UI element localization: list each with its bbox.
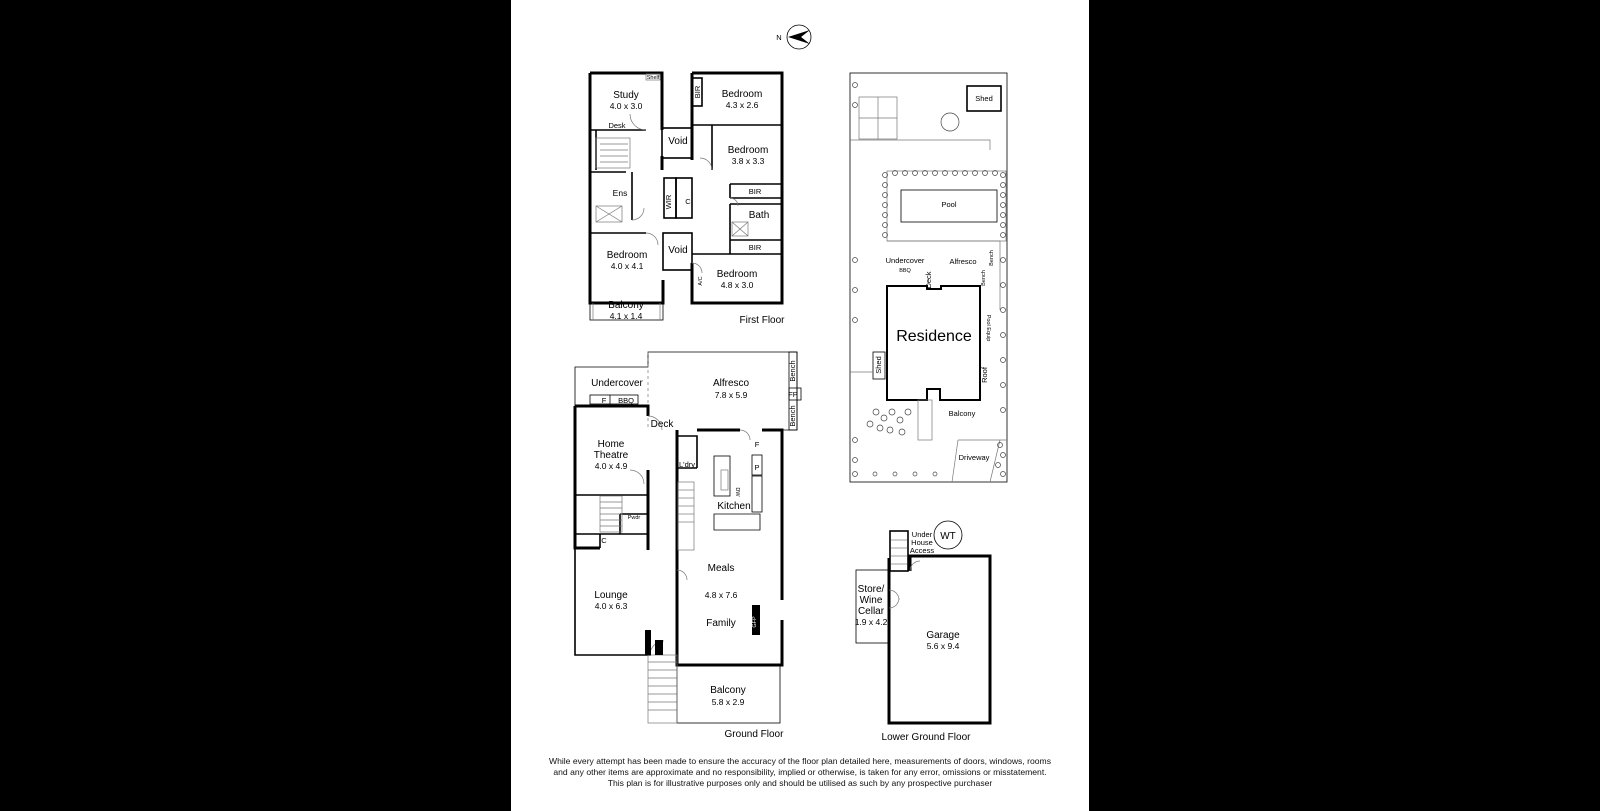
bedroom4-label: Bedroom	[717, 269, 758, 280]
under-house-label-1: Under	[912, 530, 933, 539]
site-deck-label: Deck	[924, 271, 933, 288]
bedroom3-size: 4.0 x 4.1	[611, 261, 644, 271]
home-theatre-size: 4.0 x 4.9	[595, 461, 628, 471]
gas-fireplace-label: GFP	[752, 616, 758, 628]
site-balcony-label: Balcony	[949, 409, 976, 418]
site-driveway-label: Driveway	[959, 453, 990, 462]
site-pool-equip-label: Pool Equip	[985, 315, 991, 342]
kitchen-fridge-label: F	[755, 440, 760, 449]
disclaimer-line-3: This plan is for illustrative purposes o…	[607, 778, 993, 788]
ground-floor-plan: Undercover F BBQ Alfresco 7.8 x 5.9 Benc…	[573, 351, 802, 740]
site-bench-label-2: Bench	[981, 270, 987, 286]
meals-label: Meals	[708, 563, 735, 574]
alfresco-label: Alfresco	[713, 378, 750, 389]
site-bbq-label: BBQ	[899, 268, 911, 274]
compass-label: N	[776, 33, 781, 42]
laundry-label: L'dry	[679, 460, 695, 469]
bedroom4-size: 4.8 x 3.0	[721, 280, 754, 290]
study-size: 4.0 x 3.0	[610, 101, 643, 111]
store-label-2: Wine	[860, 595, 883, 606]
site-alfresco-label: Alfresco	[949, 257, 976, 266]
site-bench-label-1: Bench	[989, 250, 995, 266]
void-label-low: Void	[668, 245, 687, 256]
lounge-label: Lounge	[594, 590, 628, 601]
under-house-label-2: House	[911, 538, 933, 547]
garage-label: Garage	[926, 630, 960, 641]
site-shed-label-top: Shed	[975, 94, 993, 103]
wir-label: WIR	[664, 194, 673, 209]
site-roof-label: Roof	[980, 366, 989, 383]
fridge-label: F	[602, 396, 607, 405]
balcony-size-ground: 5.8 x 2.9	[712, 697, 745, 707]
bedroom1-label: Bedroom	[722, 89, 763, 100]
kitchen-label: Kitchen	[717, 501, 750, 512]
garage-size: 5.6 x 9.4	[927, 641, 960, 651]
family-label: Family	[706, 618, 735, 629]
bedroom1-size: 4.3 x 2.6	[726, 100, 759, 110]
study-label: Study	[613, 90, 639, 101]
north-arrow-icon: N	[776, 24, 812, 50]
store-size: 1.9 x 4.2	[855, 617, 888, 627]
bedroom2-label: Bedroom	[728, 145, 769, 156]
shelf-label: Shelf	[647, 75, 660, 81]
water-tank-label: WT	[940, 531, 956, 542]
dishwasher-label: DW	[734, 487, 740, 497]
pantry-label: P	[754, 463, 759, 472]
bench-label-1: Bench	[788, 360, 797, 381]
home-theatre-label-2: Theatre	[594, 450, 629, 461]
undercover-label: Undercover	[591, 378, 643, 389]
cupboard-label: C	[685, 197, 691, 206]
bir-label-low: BIR	[749, 243, 762, 252]
residence-label: Residence	[896, 328, 972, 345]
powder-room-label: Pwdr	[628, 515, 641, 521]
bath-label: Bath	[749, 210, 770, 221]
lower-ground-floor-plan: WT Under House Access Store/ Wine Cellar…	[855, 520, 992, 743]
store-label-3: Cellar	[858, 606, 885, 617]
ac-label: A/C	[698, 276, 704, 285]
store-label-1: Store/	[858, 584, 885, 595]
site-pool-label: Pool	[941, 200, 956, 209]
bir-label-top: BIR	[693, 85, 702, 98]
balcony-size-first: 4.1 x 1.4	[610, 311, 643, 321]
first-floor-caption: First Floor	[740, 315, 786, 326]
balcony-label-first: Balcony	[608, 300, 644, 311]
meals-family-size: 4.8 x 7.6	[705, 590, 738, 600]
bedroom2-size: 3.8 x 3.3	[732, 156, 765, 166]
ensuite-label: Ens	[613, 188, 628, 198]
site-undercover-label: Undercover	[886, 256, 925, 265]
alfresco-size: 7.8 x 5.9	[715, 390, 748, 400]
void-label-top: Void	[668, 136, 687, 147]
home-theatre-label-1: Home	[598, 439, 625, 450]
fireplace-label-outdoor: FP	[788, 390, 798, 399]
under-house-label-3: Access	[910, 546, 934, 555]
bedroom3-label: Bedroom	[607, 250, 648, 261]
disclaimer: While every attempt has been made to ens…	[511, 756, 1089, 789]
disclaimer-line-1: While every attempt has been made to ens…	[548, 756, 1052, 766]
ground-cupboard-label: C	[601, 536, 607, 545]
disclaimer-line-2: and any other items are approximate and …	[553, 767, 1047, 777]
balcony-label-ground: Balcony	[710, 685, 746, 696]
desk-label: Desk	[608, 121, 625, 130]
lower-ground-caption: Lower Ground Floor	[882, 732, 972, 743]
site-shed-label-side: Shed	[874, 356, 883, 374]
bbq-label: BBQ	[618, 396, 634, 405]
site-plan: Shed Pool Undercover BBQ Alfresco Deck B…	[849, 72, 1008, 483]
lounge-size: 4.0 x 6.3	[595, 601, 628, 611]
deck-label: Deck	[651, 419, 675, 430]
ground-floor-caption: Ground Floor	[725, 729, 785, 740]
first-floor-plan: Study 4.0 x 3.0 Shelf Desk Bedroom 4.3 x…	[588, 71, 786, 326]
bir-label-mid: BIR	[749, 187, 762, 196]
bench-label-2: Bench	[788, 405, 797, 426]
